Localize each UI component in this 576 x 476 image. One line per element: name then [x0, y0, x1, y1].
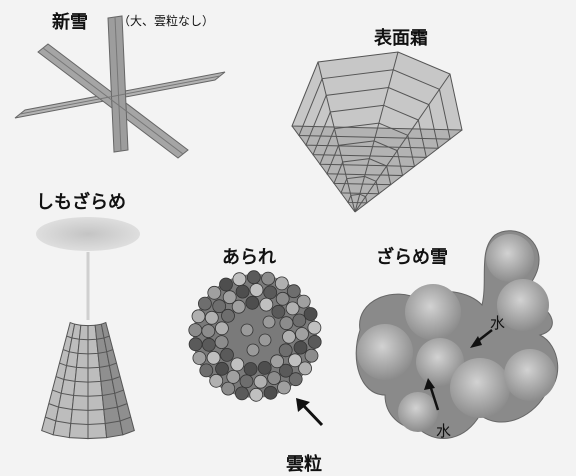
granular-snow-label: ざらめ雪	[376, 247, 448, 268]
graupel-particle	[188, 270, 322, 402]
depth-hoar-label: しもざらめ	[36, 192, 126, 213]
water-arrow-lower	[424, 378, 440, 411]
graupel-label: あられ	[222, 247, 276, 268]
water-arrow-upper	[470, 329, 493, 348]
water-label-upper: 水	[490, 314, 506, 332]
surface-hoar-crystal	[291, 51, 463, 213]
depth-hoar-crystal	[36, 217, 140, 440]
cloud-droplet-arrow	[296, 398, 324, 427]
water-label-lower: 水	[436, 422, 452, 440]
new-snow-label: 新雪	[52, 12, 88, 33]
granular-snow-grains	[355, 230, 559, 439]
cloud-droplet-label: 雲粒	[286, 454, 322, 475]
new-snow-note: （大、雲粒なし）	[118, 14, 215, 28]
surface-hoar-label: 表面霜	[374, 28, 428, 49]
new-snow-crystal	[14, 15, 226, 159]
